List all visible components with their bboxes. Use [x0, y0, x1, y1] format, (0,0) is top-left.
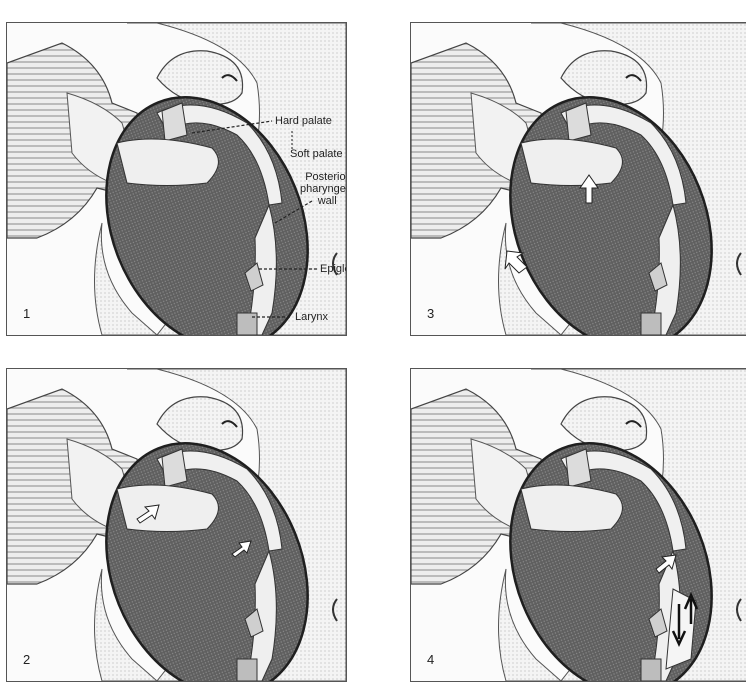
feeding-diagram-1 — [7, 23, 346, 335]
label-larynx: Larynx — [295, 311, 328, 323]
label-hard-palate: Hard palate — [275, 115, 332, 127]
feeding-diagram-3 — [411, 23, 746, 335]
label-epiglottis: Epiglottis — [320, 263, 347, 275]
panel-number: 1 — [23, 306, 30, 321]
label-pharyngeal: pharyngeal — [300, 183, 347, 195]
panel-number: 3 — [427, 306, 434, 321]
panel-4: 4 — [410, 368, 746, 682]
label-wall: wall — [300, 195, 347, 207]
feeding-diagram-2 — [7, 369, 346, 681]
panel-number: 2 — [23, 652, 30, 667]
feeding-diagram-4 — [411, 369, 746, 681]
panel-1: Hard palate Soft palate Posterior pharyn… — [6, 22, 347, 336]
label-posterior-pharyngeal-wall: Posterior pharyngeal wall — [300, 171, 347, 207]
panel-number: 4 — [427, 652, 434, 667]
panel-3: 3 — [410, 22, 746, 336]
label-soft-palate: Soft palate — [290, 148, 343, 160]
label-posterior: Posterior — [300, 171, 347, 183]
panel-2: 2 — [6, 368, 347, 682]
